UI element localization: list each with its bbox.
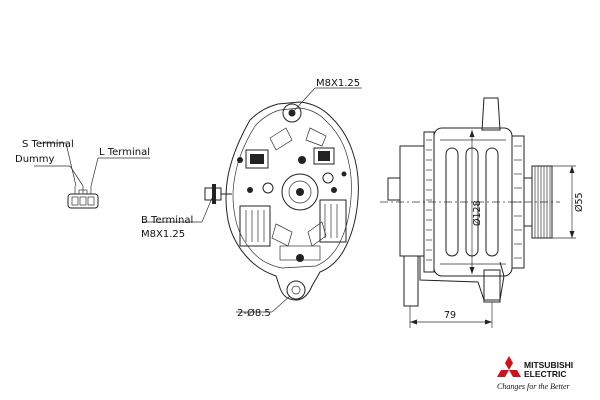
- brand-block: MITSUBISHI ELECTRIC Changes for the Bett…: [497, 356, 573, 391]
- connector-diagram: S Terminal Dummy L Terminal: [15, 139, 150, 209]
- dummy-leader: [69, 165, 84, 187]
- mitsubishi-logo-icon: [497, 356, 521, 377]
- mount-hole: [286, 280, 306, 300]
- l-terminal-leader: [90, 157, 99, 187]
- top-bolt-label: M8X1.25: [316, 78, 360, 89]
- l-terminal-label: L Terminal: [99, 147, 150, 158]
- b-terminal-leader: [201, 197, 213, 223]
- rear-view: M8X1.25 B Terminal M8X1.25 2-Ø8.5: [141, 78, 362, 319]
- pulley-diameter-label: Ø55: [574, 192, 585, 212]
- b-terminal-thread-label: M8X1.25: [141, 229, 185, 240]
- connector-body: [67, 193, 99, 209]
- mount-holes-label: 2-Ø8.5: [237, 307, 271, 319]
- housing-outline: [225, 101, 359, 301]
- s-terminal-label: S Terminal: [22, 139, 74, 150]
- lower-bracket: [404, 255, 505, 301]
- bolt-leader: [291, 87, 316, 114]
- brand-line2: ELECTRIC: [524, 369, 567, 379]
- dummy-label: Dummy: [15, 154, 55, 165]
- top-ear: [481, 97, 501, 131]
- body-diameter-label: Ø128: [472, 200, 483, 226]
- shaft-boss: [281, 173, 319, 211]
- s-terminal-leader: [65, 142, 77, 187]
- top-bolt-boss: [282, 103, 302, 123]
- brand-line1: MITSUBISHI: [524, 360, 573, 370]
- side-view: Ø128 Ø55 79: [380, 97, 585, 328]
- length-label: 79: [444, 310, 456, 321]
- brand-tagline: Changes for the Better: [497, 382, 571, 391]
- mount-hole-leader: [271, 295, 291, 313]
- b-terminal-label: B Terminal: [141, 215, 193, 226]
